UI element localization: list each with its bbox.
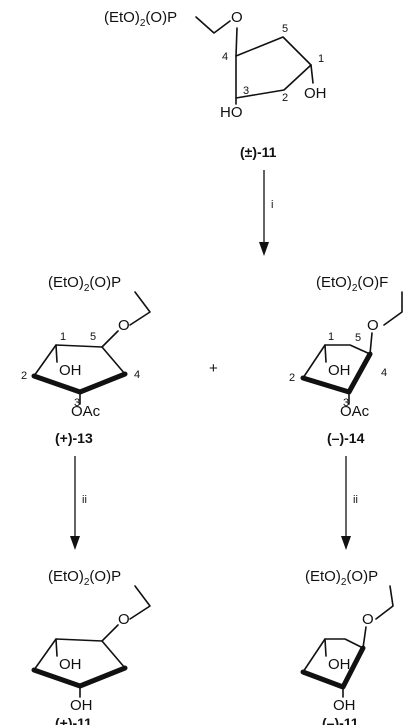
pminus-o-c-bond: [362, 626, 367, 649]
c13-num-5: 5: [90, 331, 96, 343]
c14-c1-oh-bond: [324, 344, 327, 363]
step-i-label: i: [271, 199, 273, 211]
c14-num-4: 4: [381, 367, 387, 379]
c13-num-4: 4: [134, 369, 140, 381]
c14-phosphonate: (EtO)2(O)F: [316, 274, 388, 294]
c13-num-2: 2: [21, 370, 27, 382]
start-num-2: 2: [282, 92, 288, 104]
start-phosphonate: (EtO)2(O)P: [104, 9, 177, 29]
step-ii-right-label: ii: [353, 494, 358, 506]
pplus-phosphonate: (EtO)2(O)P: [48, 568, 121, 588]
arrow-step-i: i: [259, 170, 273, 256]
start-o-c4-bond: [235, 27, 238, 57]
pminus-oh-1: OH: [328, 656, 351, 673]
start-num-1: 1: [318, 53, 324, 65]
pminus-linker-bond: [375, 585, 394, 620]
c14-num-2: 2: [289, 372, 295, 384]
c13-c1-oh-bond: [55, 344, 58, 363]
compound-13: (EtO)2(O)P O OH OAc 1 2 3 4 5 (+)-13: [21, 274, 151, 446]
c14-oac: OAc: [340, 403, 370, 420]
pplus-compound-label: (+)-11: [55, 715, 92, 725]
c14-compound-label: (–)-14: [327, 430, 365, 446]
arrow-step-ii-right: ii: [341, 456, 358, 550]
start-num-5: 5: [282, 23, 288, 35]
c14-ring-back: [302, 344, 371, 379]
pplus-ring-back: [33, 638, 126, 671]
c13-linker-bond: [129, 291, 151, 326]
start-ring: [235, 36, 312, 99]
pplus-o-c-bond: [101, 624, 119, 642]
start-linker-bond: [195, 16, 231, 34]
c14-o-c5-bond: [369, 332, 373, 355]
c14-num-5: 5: [355, 332, 361, 344]
c13-num-3: 3: [74, 397, 80, 409]
pminus-ring-back: [302, 638, 364, 673]
compound-product-plus: (EtO)2(O)P O OH OH (+)-11: [31, 568, 151, 725]
arrow-step-ii-left: ii: [70, 456, 87, 550]
start-num-4: 4: [222, 51, 228, 63]
start-ho: HO: [220, 104, 243, 121]
pplus-oh-2: OH: [70, 697, 93, 714]
compound-start: (EtO)2(O)P O OH HO 1 2 3 4 5 (±)-11: [104, 9, 327, 160]
c13-o-c5-bond: [101, 330, 119, 348]
pminus-compound-label: (–)-11: [322, 715, 359, 725]
pplus-ether-oxygen: O: [118, 611, 130, 628]
pminus-phosphonate: (EtO)2(O)P: [305, 568, 378, 588]
c14-num-3: 3: [343, 397, 349, 409]
compound-14: (EtO)2(O)F O OH OAc 1 2 3 4 5 (–)-14: [289, 274, 403, 446]
start-ether-oxygen: O: [231, 9, 243, 26]
pminus-oh-bond-1: [324, 638, 327, 657]
c13-num-1: 1: [60, 331, 66, 343]
start-num-3: 3: [243, 85, 249, 97]
pplus-oh-1: OH: [59, 656, 82, 673]
c13-oac: OAc: [71, 403, 101, 420]
pplus-oh-bond-1: [55, 638, 58, 657]
step-ii-left-label: ii: [82, 494, 87, 506]
c13-phosphonate: (EtO)2(O)P: [48, 274, 121, 294]
pplus-linker-bond: [129, 585, 151, 620]
c13-compound-label: (+)-13: [55, 430, 93, 446]
c14-num-1: 1: [328, 331, 334, 343]
c14-ether-oxygen: O: [367, 317, 379, 334]
start-oh: OH: [304, 85, 327, 102]
plus-sign: +: [209, 360, 218, 377]
pminus-oh-2: OH: [333, 697, 356, 714]
start-c1-oh-bond: [310, 64, 314, 84]
pminus-ether-oxygen: O: [362, 611, 374, 628]
c13-ring-back: [33, 344, 126, 377]
c13-oh: OH: [59, 362, 82, 379]
c14-oh: OH: [328, 362, 351, 379]
c13-ether-oxygen: O: [118, 317, 130, 334]
start-compound-label: (±)-11: [240, 144, 277, 160]
c14-linker-bond: [383, 291, 403, 326]
compound-product-minus: (EtO)2(O)P O OH OH (–)-11: [300, 568, 394, 725]
